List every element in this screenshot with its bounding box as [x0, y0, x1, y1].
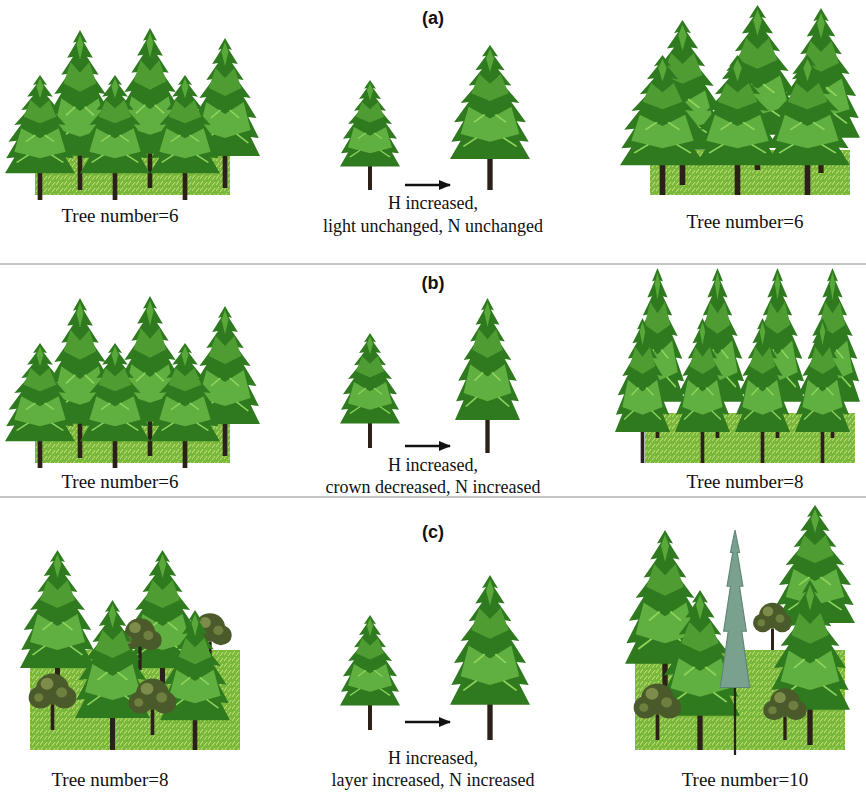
- panel-b-art: [5, 268, 860, 468]
- panel-c-art: [20, 505, 855, 755]
- change-note: H increased,: [388, 748, 478, 769]
- tree-count: Tree number=8: [51, 769, 168, 791]
- tree-count: Tree number=6: [61, 205, 178, 227]
- change-note: H increased,: [388, 455, 478, 476]
- panel-letter: (b): [422, 273, 445, 294]
- tree-count: Tree number=6: [61, 471, 178, 493]
- panel-a-art: [5, 5, 860, 200]
- panel-letter: (c): [422, 522, 444, 543]
- panel-separator: [0, 264, 866, 265]
- tree-count: Tree number=6: [686, 211, 803, 233]
- change-note: layer increased, N increased: [332, 770, 535, 791]
- panel-letter: (a): [422, 8, 444, 29]
- tree-count: Tree number=10: [682, 769, 809, 791]
- change-note: crown decreased, N increased: [326, 477, 541, 498]
- change-note: light unchanged, N unchanged: [323, 216, 543, 237]
- tree-count: Tree number=8: [686, 471, 803, 493]
- change-note: H increased,: [388, 193, 478, 214]
